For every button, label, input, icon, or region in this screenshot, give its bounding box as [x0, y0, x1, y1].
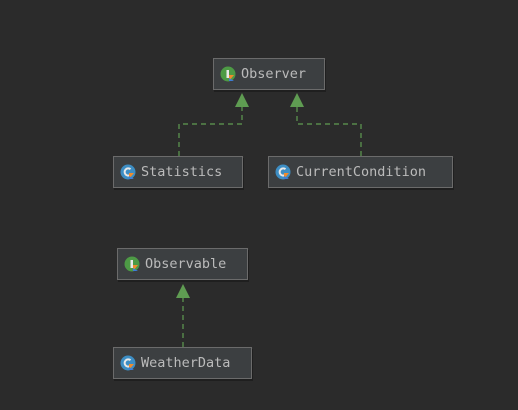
class-icon — [120, 164, 136, 180]
interface-icon — [124, 256, 140, 272]
node-label: Statistics — [141, 164, 223, 180]
arrowhead-observer-left — [235, 93, 249, 107]
class-icon — [120, 355, 136, 371]
observable-node[interactable]: Observable — [117, 248, 248, 280]
observer-node[interactable]: Observer — [213, 58, 325, 90]
node-label: WeatherData — [141, 355, 231, 371]
weather-data-node[interactable]: WeatherData — [113, 347, 252, 379]
node-label: Observer — [241, 66, 307, 82]
link-currentcondition-observer — [296, 107, 362, 156]
interface-icon — [220, 66, 236, 82]
current-condition-node[interactable]: CurrentCondition — [268, 156, 453, 188]
statistics-node[interactable]: Statistics — [113, 156, 243, 188]
class-icon — [275, 164, 291, 180]
node-label: CurrentCondition — [296, 164, 427, 180]
link-statistics-observer — [178, 107, 243, 156]
node-label: Observable — [145, 256, 227, 272]
arrowhead-observable — [176, 284, 190, 298]
arrowhead-observer-right — [290, 93, 304, 107]
